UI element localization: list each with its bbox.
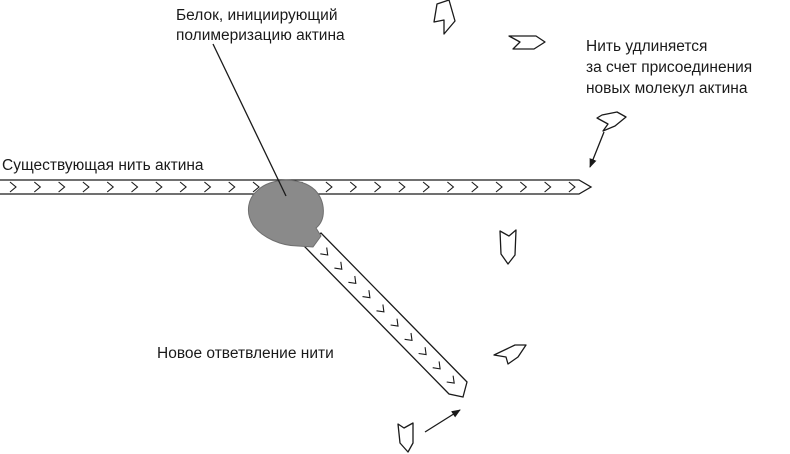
branch-subunit <box>334 261 343 270</box>
filament-subunit <box>252 181 260 193</box>
growth-arrow <box>589 131 605 168</box>
branch-subunit <box>362 290 371 299</box>
filament-subunit <box>106 181 115 193</box>
branch-subunits <box>320 247 455 384</box>
branch-subunit <box>376 304 385 313</box>
branch-subunit <box>348 275 357 285</box>
actin-monomer <box>508 35 546 50</box>
filament-subunit <box>9 181 17 193</box>
filament-subunit <box>204 181 212 193</box>
branch-subunit <box>404 332 413 342</box>
protein-label-line-1: Белок, инициирующий <box>176 7 337 24</box>
actin-monomer <box>499 229 517 265</box>
filament-subunit <box>82 181 90 193</box>
actin-monomer <box>397 422 414 453</box>
filament-subunit <box>58 181 66 193</box>
nucleating-protein-blob <box>247 179 324 248</box>
branch-subunit <box>418 347 427 356</box>
actin-monomer <box>433 0 456 35</box>
protein-label-line-2: полимеризацию актина <box>176 27 345 44</box>
free-actin-monomers <box>397 0 627 453</box>
filament-subunit <box>374 181 382 193</box>
filament-subunit <box>398 181 406 193</box>
branch-subunit <box>390 318 399 327</box>
new-branch-label: Новое ответвление нити <box>157 345 334 362</box>
filament-subunit <box>131 181 139 193</box>
filament-subunit <box>179 181 187 193</box>
filament-subunit <box>325 181 333 193</box>
growth-label-line-1: Нить удлиняется <box>586 38 707 55</box>
filament-subunit <box>155 181 163 193</box>
filament-subunit <box>33 181 42 193</box>
filament-subunit <box>422 181 430 193</box>
actin-monomer <box>596 111 627 132</box>
branch-growth-arrow <box>424 409 461 433</box>
branch-subunit <box>446 375 455 384</box>
growth-label-line-2: за счет присоединения <box>586 59 752 76</box>
filament-subunit <box>519 181 528 193</box>
protein-pointer-line <box>212 43 287 197</box>
branch-subunit <box>320 247 329 256</box>
existing-filament-label: Существующая нить актина <box>2 157 204 174</box>
branch-subunit <box>432 361 441 370</box>
growth-label-line-3: новых молекул актина <box>586 80 748 97</box>
actin-monomer <box>493 344 527 365</box>
filament-subunit <box>544 181 552 193</box>
filament-subunit <box>471 181 479 193</box>
filament-subunit <box>495 181 503 193</box>
filament-subunit <box>228 181 236 193</box>
new-branch-filament <box>304 232 468 398</box>
filament-subunit <box>447 181 455 193</box>
filament-subunit <box>349 181 358 193</box>
filament-subunit <box>568 181 576 193</box>
